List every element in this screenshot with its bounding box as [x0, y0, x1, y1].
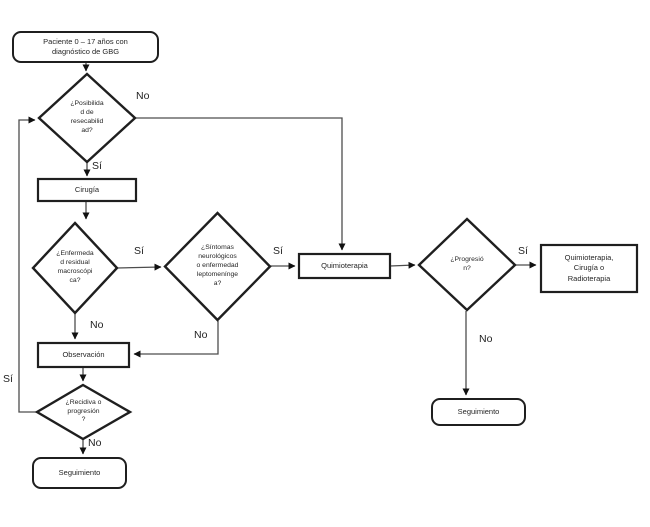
- progresion-diamond-shape: [417, 217, 517, 312]
- observacion-box-shape: [36, 341, 131, 369]
- resecabilidad-diamond-shape: [37, 72, 137, 164]
- start-node-shape: [12, 31, 159, 63]
- seguimiento-der-shape: [431, 398, 526, 426]
- cirugia-box-shape: [36, 177, 138, 203]
- quimioterapia-box-shape: [297, 252, 392, 280]
- edge-resecabilidad-no-to-quimioterapia: [135, 117, 346, 251]
- edge-quimioterapia-to-progresion: [389, 261, 416, 269]
- connectors: [18, 63, 537, 455]
- seguimiento-izq-shape: [32, 457, 127, 489]
- edge-residual-si-to-sintomas: [116, 263, 162, 271]
- recidiva-diamond-shape: [34, 383, 133, 441]
- edge-sintomas-no-to-observacion: [133, 321, 219, 358]
- node-shapes: [12, 31, 639, 489]
- sintomas-diamond-shape: [163, 211, 272, 322]
- residual-diamond-shape: [31, 221, 119, 315]
- tratamiento-box-shape: [539, 243, 639, 294]
- edge-recidiva-si-loop-to-resecabilidad: [18, 116, 37, 413]
